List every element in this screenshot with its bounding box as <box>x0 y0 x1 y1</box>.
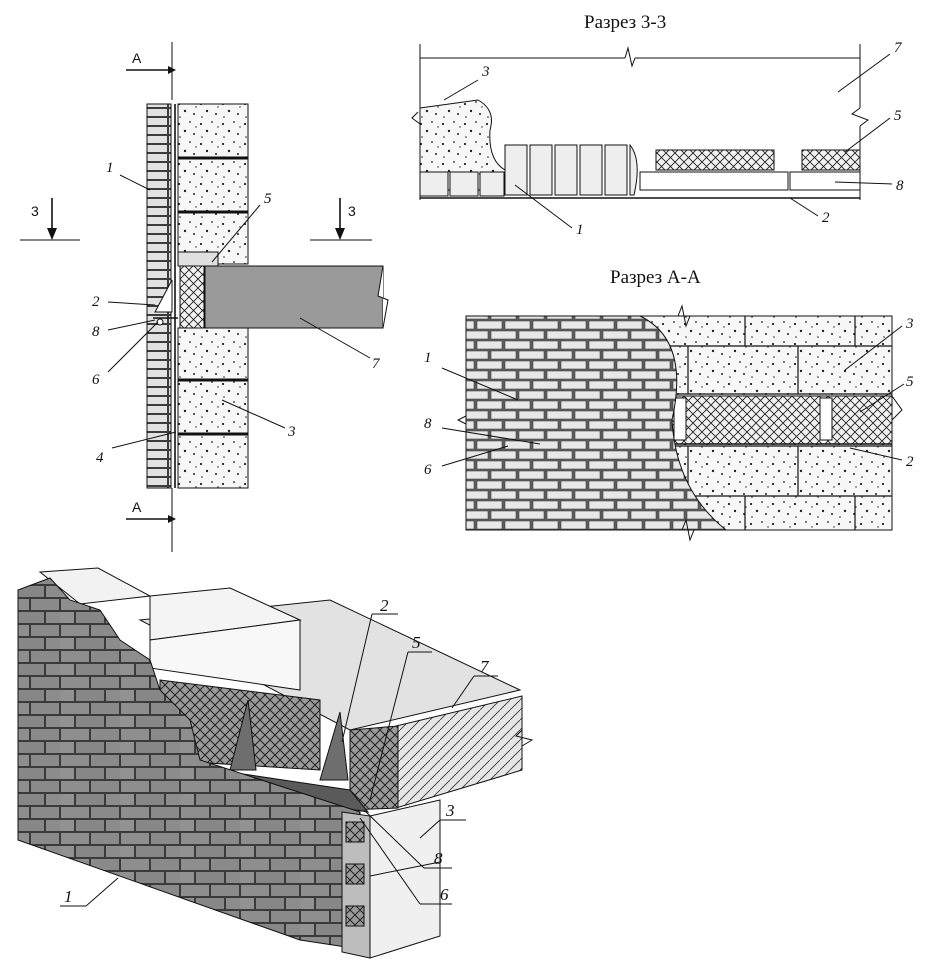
callout-2-aa: 2 <box>906 454 914 470</box>
callout-3-plan: 3 <box>481 64 490 80</box>
callout-7-plan: 7 <box>894 40 903 56</box>
iso-back-block <box>369 799 441 959</box>
iso-slab-insulation <box>349 725 399 811</box>
section-mark-3-left: 3 <box>31 203 39 219</box>
callout-3-aa: 3 <box>905 316 914 332</box>
callout-1-vertical: 1 <box>106 160 114 176</box>
isometric-view: 2 5 7 3 8 6 1 <box>17 567 534 959</box>
section-mark-a-bottom: А <box>132 499 142 515</box>
callout-3-iso: 3 <box>445 801 455 820</box>
callout-8-vertical: 8 <box>92 324 100 340</box>
callout-2-vertical: 2 <box>92 294 100 310</box>
aa-brackets <box>673 397 833 441</box>
callout-8-aa: 8 <box>424 416 432 432</box>
callout-8-plan: 8 <box>896 178 904 194</box>
section-3-3-title: Разрез 3-3 <box>584 12 666 33</box>
aerated-block-lower <box>177 327 249 489</box>
callout-2-iso: 2 <box>380 596 389 615</box>
plan-bricks <box>419 143 638 197</box>
callout-1-aa: 1 <box>424 350 432 366</box>
plan-insulation-2 <box>801 149 861 171</box>
aa-brick-wall <box>465 315 728 531</box>
section-a-a: Разрез А-А <box>424 267 914 542</box>
callout-1-plan: 1 <box>576 222 584 238</box>
bracket <box>154 279 173 313</box>
callout-5-aa: 5 <box>906 374 914 390</box>
callout-3-vertical: 3 <box>287 424 296 440</box>
section-mark-a-top: А <box>132 50 142 66</box>
callout-6-vertical: 6 <box>92 372 100 388</box>
callout-6-aa: 6 <box>424 462 432 478</box>
section-mark-3-right: 3 <box>348 203 356 219</box>
iso-brick-wall <box>17 577 367 951</box>
slab-insulation <box>179 265 205 329</box>
callout-5-vertical: 5 <box>264 191 272 207</box>
callout-4-vertical: 4 <box>96 450 104 466</box>
callout-5-plan: 5 <box>894 108 902 124</box>
floor-slab <box>204 265 384 329</box>
iso-bracket-1 <box>229 699 257 771</box>
callout-7-vertical: 7 <box>372 356 381 372</box>
callout-1-iso: 1 <box>64 887 73 906</box>
callout-6-iso: 6 <box>440 885 449 904</box>
callout-2-plan: 2 <box>822 210 830 226</box>
callout-5-iso: 5 <box>412 633 421 652</box>
callout-8-iso: 8 <box>434 849 443 868</box>
vertical-section: А А 3 3 1 <box>20 42 389 552</box>
iso-bracket-2 <box>319 711 349 781</box>
callout-7-iso: 7 <box>480 657 490 676</box>
plan-insulation-1 <box>655 149 775 171</box>
aerated-block-upper <box>177 103 249 265</box>
section-3-3: Разрез 3-3 3 7 <box>411 12 904 238</box>
section-a-a-title: Разрез А-А <box>610 267 701 288</box>
iso-block <box>149 619 301 691</box>
